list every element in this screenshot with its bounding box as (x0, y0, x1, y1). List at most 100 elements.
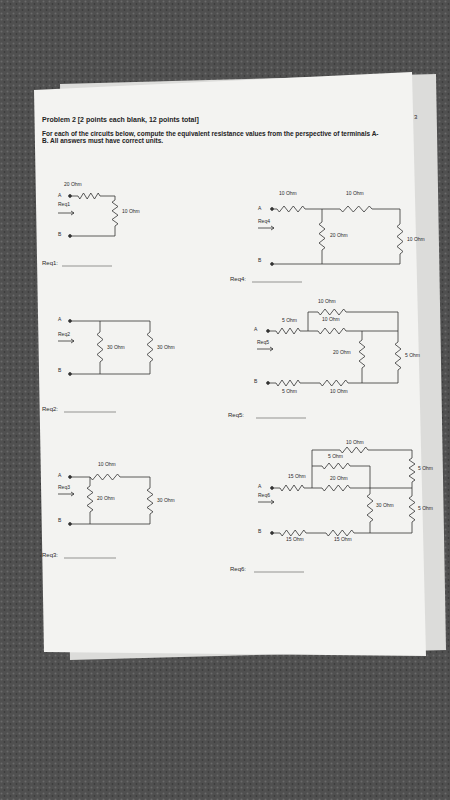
resistor-symbol (318, 309, 346, 315)
req-label: Req1 (58, 202, 70, 208)
wire (90, 477, 91, 486)
wire (272, 488, 280, 489)
wire (90, 512, 91, 524)
resistor-symbol (78, 193, 100, 199)
wire (346, 331, 398, 332)
arrow-head (71, 339, 74, 343)
instructions: For each of the circuits below, compute … (42, 130, 382, 145)
terminal-label: B (258, 258, 261, 264)
terminal-label: A (58, 193, 61, 199)
wire (70, 226, 115, 236)
answer-line (256, 418, 306, 419)
resistor-value: 5 Ohm (418, 506, 433, 512)
resistor-value: 15 Ohm (334, 537, 352, 543)
resistor-symbol (147, 332, 153, 362)
resistor-value: 20 Ohm (330, 233, 348, 239)
wire (70, 321, 150, 322)
wire (362, 331, 363, 340)
wire (300, 383, 320, 384)
resistor-symbol (280, 530, 306, 536)
resistor-symbol (276, 380, 300, 386)
resistor-value: 20 Ohm (330, 476, 348, 482)
arrow-head (270, 347, 273, 351)
wire (348, 383, 398, 384)
resistor-value: 30 Ohm (107, 345, 125, 351)
terminal-label: A (58, 473, 61, 479)
wire (322, 209, 323, 222)
wire (258, 502, 274, 503)
terminal-label: B (58, 368, 61, 374)
resistor-value: 10 Ohm (122, 209, 140, 215)
terminal-label: B (254, 379, 257, 385)
resistor-value: 5 Ohm (418, 466, 433, 472)
wire (70, 477, 90, 478)
answer-line (254, 572, 304, 573)
resistor-symbol (319, 222, 325, 250)
wire (304, 488, 322, 489)
arrow-head (271, 226, 274, 230)
wire (412, 482, 413, 488)
resistor-symbol (112, 200, 118, 226)
resistor-symbol (87, 486, 93, 512)
terminal-label: A (58, 317, 61, 323)
terminal-label: A (258, 484, 261, 490)
resistor-value: 15 Ohm (286, 537, 304, 543)
resistor-value: 10 Ohm (98, 462, 116, 468)
wire (100, 321, 101, 332)
wire (300, 331, 318, 332)
resistor-symbol (320, 380, 348, 386)
wire (350, 466, 370, 488)
wire (100, 362, 101, 374)
wire (70, 362, 150, 374)
resistor-symbol (409, 496, 415, 522)
terminal-label: B (58, 518, 61, 524)
resistor-symbol (397, 224, 403, 254)
resistor-value: 10 Ohm (346, 191, 364, 197)
resistor-symbol (359, 340, 365, 368)
answer-blank: Req4: (230, 276, 246, 283)
terminal-dot (271, 263, 274, 266)
resistor-value: 10 Ohm (407, 237, 425, 243)
wire (368, 450, 412, 458)
wire (58, 213, 74, 214)
answer-line (62, 266, 112, 267)
wire (346, 312, 398, 342)
answer-blank: Req6: (230, 566, 246, 573)
resistor-value: 20 Ohm (333, 350, 351, 356)
resistor-value: 10 Ohm (279, 191, 297, 197)
wire (412, 488, 413, 496)
answer-line (64, 558, 116, 559)
paper-sheet (34, 72, 426, 656)
resistor-symbol (322, 485, 350, 491)
wire (70, 514, 150, 524)
resistor-value: 15 Ohm (288, 474, 306, 480)
req-label: Req5 (257, 340, 269, 346)
wire (305, 209, 340, 210)
arrow-head (71, 492, 74, 496)
resistor-symbol (276, 328, 300, 334)
resistor-symbol (340, 206, 372, 212)
problem-title: Problem 2 [2 points each blank, 12 point… (42, 116, 199, 124)
wire (58, 341, 74, 342)
wire (398, 370, 399, 383)
resistor-symbol (395, 342, 401, 370)
resistor-value: 10 Ohm (322, 317, 340, 323)
req-label: Req3 (58, 485, 70, 491)
wire (312, 466, 322, 467)
terminal-dot (69, 373, 72, 376)
wire (268, 383, 276, 384)
wire (272, 209, 277, 210)
resistor-symbol (280, 485, 304, 491)
resistor-value: 20 Ohm (97, 496, 115, 502)
wire (120, 477, 150, 488)
req-label: Req6 (258, 493, 270, 499)
answer-line (64, 412, 116, 413)
resistor-value: 10 Ohm (318, 299, 336, 305)
resistor-symbol (97, 332, 103, 362)
resistor-symbol (409, 458, 415, 482)
wire (308, 312, 318, 331)
answer-blank: Req1: (42, 260, 58, 267)
wire (100, 196, 115, 200)
